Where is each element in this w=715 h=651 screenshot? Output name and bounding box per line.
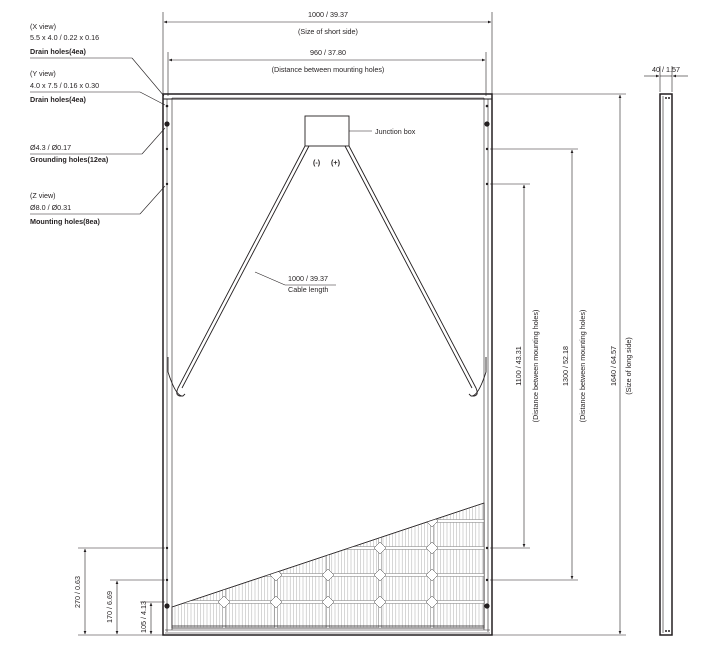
mounting-width-label: (Distance between mounting holes)	[272, 65, 385, 74]
mounting-hole-left-top	[164, 121, 170, 127]
bottom-105-value: 105 / 4.13	[139, 601, 148, 633]
mounting-hole-right-top	[484, 121, 490, 127]
bottom-270-dimension: 270 / 0.63	[73, 547, 165, 636]
grounding-size: Ø4.3 / Ø0.17	[30, 143, 71, 152]
frame-holes	[164, 104, 490, 609]
callout-grounding: Ø4.3 / Ø0.17 Grounding holes(12ea)	[30, 127, 166, 164]
cable-length-label: Cable length	[288, 285, 328, 294]
junction-box-label: Junction box	[375, 127, 416, 136]
long-side-dimension: 1640 / 64.57 (Size of long side)	[492, 93, 633, 636]
y-view-title: (Y view)	[30, 69, 56, 78]
mounting-1300-dimension: 1300 / 52.18 (Distance between mounting …	[490, 148, 587, 581]
short-side-label: (Size of short side)	[298, 27, 358, 36]
callout-y-view: (Y view) 4.0 x 7.5 / 0.16 x 0.30 Drain h…	[30, 69, 166, 106]
mounting-hole-right-bottom	[484, 603, 490, 609]
mounting-1100-dimension: 1100 / 43.31 (Distance between mounting …	[490, 183, 540, 549]
side-view: 40 / 1.57	[644, 65, 688, 636]
long-side-value: 1640 / 64.57	[609, 346, 618, 386]
mounting-hole-left-bottom	[164, 603, 170, 609]
x-view-title: (X view)	[30, 22, 56, 31]
bottom-170-dimension: 170 / 6.69	[105, 579, 165, 635]
bottom-270-value: 270 / 0.63	[73, 576, 82, 608]
callout-z-view: (Z view) Ø8.0 / Ø0.31 Mounting holes(8ea…	[30, 185, 166, 226]
short-side-dimension: 1000 / 39.37 (Size of short side)	[162, 10, 493, 94]
junction-minus-label: (-)	[313, 158, 321, 167]
junction-plus-label: (+)	[331, 158, 341, 167]
z-view-size: Ø8.0 / Ø0.31	[30, 203, 71, 212]
callout-x-view: (X view) 5.5 x 4.0 / 0.22 x 0.16 Drain h…	[30, 22, 165, 97]
y-view-name: Drain holes(4ea)	[30, 95, 87, 104]
x-view-name: Drain holes(4ea)	[30, 47, 87, 56]
bottom-170-value: 170 / 6.69	[105, 591, 114, 623]
short-side-value: 1000 / 39.37	[308, 10, 348, 19]
mounting-1100-value: 1100 / 43.31	[514, 346, 523, 385]
cables: 1000 / 39.37 Cable length	[167, 145, 487, 397]
z-view-name: Mounting holes(8ea)	[30, 217, 100, 226]
junction-box: Junction box (-) (+)	[304, 115, 416, 167]
thickness-value: 40 / 1.57	[652, 65, 680, 74]
long-side-label: (Size of long side)	[624, 337, 633, 395]
mounting-width-dimension: 960 / 37.80 (Distance between mounting h…	[167, 48, 487, 96]
module-frame	[162, 93, 493, 636]
bottom-105-dimension: 105 / 4.13	[139, 601, 165, 635]
x-view-size: 5.5 x 4.0 / 0.22 x 0.16	[30, 33, 99, 42]
mounting-1100-label: (Distance between mounting holes)	[531, 310, 540, 423]
z-view-title: (Z view)	[30, 191, 56, 200]
mounting-1300-value: 1300 / 52.18	[561, 346, 570, 386]
y-view-size: 4.0 x 7.5 / 0.16 x 0.30	[30, 81, 99, 90]
grounding-name: Grounding holes(12ea)	[30, 155, 109, 164]
cable-length-value: 1000 / 39.37	[288, 274, 328, 283]
mounting-width-value: 960 / 37.80	[310, 48, 346, 57]
mounting-1300-label: (Distance between mounting holes)	[578, 310, 587, 423]
solar-cells-cutaway	[171, 502, 485, 629]
